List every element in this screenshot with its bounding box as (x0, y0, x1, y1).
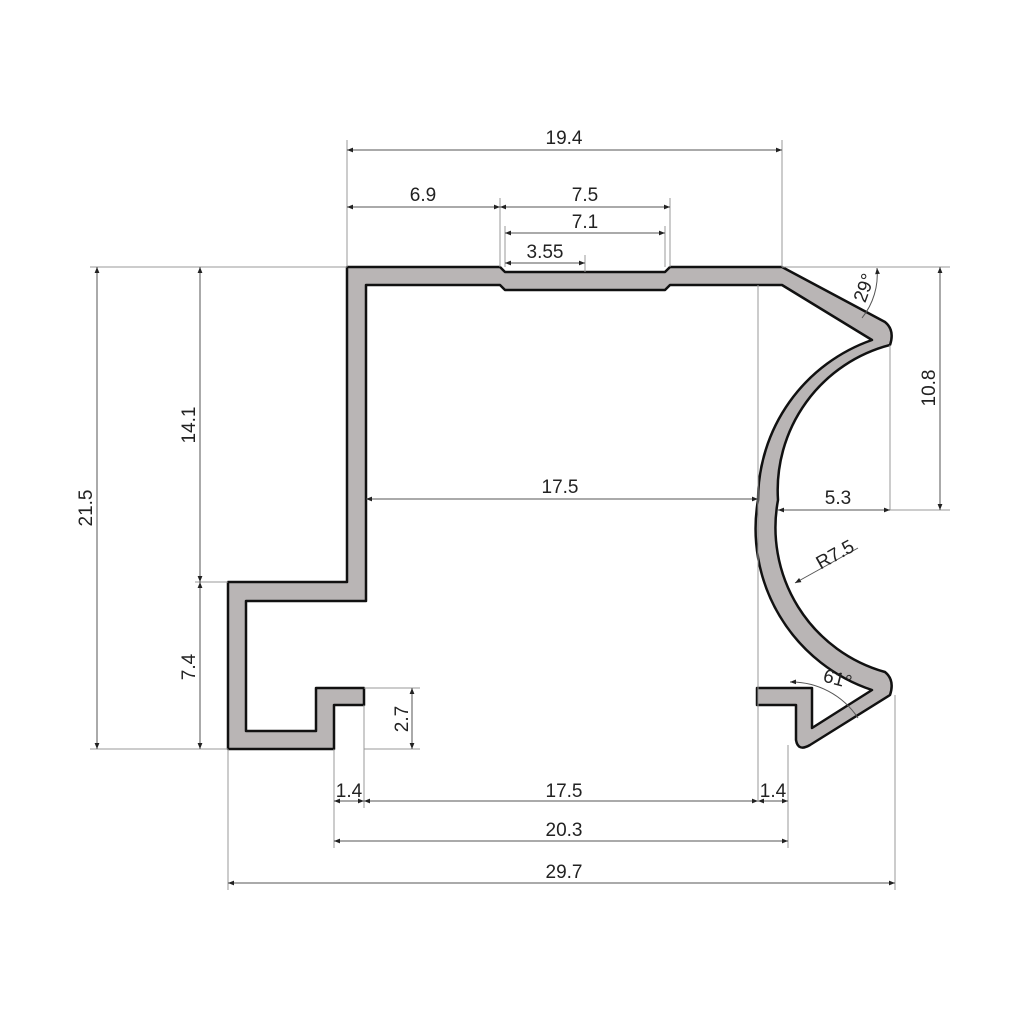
dim-right-upper-height: 10.8 (919, 370, 940, 407)
dim-groove-outer: 7.5 (572, 185, 598, 206)
dim-radius: R7.5 (813, 536, 858, 574)
dim-groove-inner: 7.1 (572, 212, 598, 233)
dim-bottom-opening: 17.5 (546, 781, 583, 802)
dim-top-overall: 19.4 (546, 128, 583, 149)
dim-left-lower-height: 7.4 (179, 653, 200, 680)
dim-top-left-offset: 6.9 (410, 185, 436, 206)
dim-bottom-right-lip: 1.4 (760, 781, 787, 802)
dim-left-upper-height: 14.1 (179, 407, 200, 444)
extension-lines (90, 140, 950, 890)
dim-bottom-mid-overall: 20.3 (546, 820, 583, 841)
dimension-labels: 19.4 6.9 7.5 7.1 3.55 21.5 14.1 7.4 2.7 … (76, 128, 940, 883)
dim-bottom-left-lip: 1.4 (336, 781, 363, 802)
dim-right-offset: 5.3 (825, 488, 851, 509)
dim-angle-top: 29° (850, 271, 880, 305)
dim-inner-width: 17.5 (542, 477, 579, 498)
dim-lip-height: 2.7 (392, 706, 413, 732)
dim-left-overall-height: 21.5 (76, 490, 97, 527)
dim-bottom-overall: 29.7 (546, 862, 583, 883)
aluminum-profile-shape (226, 265, 893, 751)
dimension-lines (94, 147, 943, 886)
dim-groove-half: 3.55 (527, 242, 564, 263)
